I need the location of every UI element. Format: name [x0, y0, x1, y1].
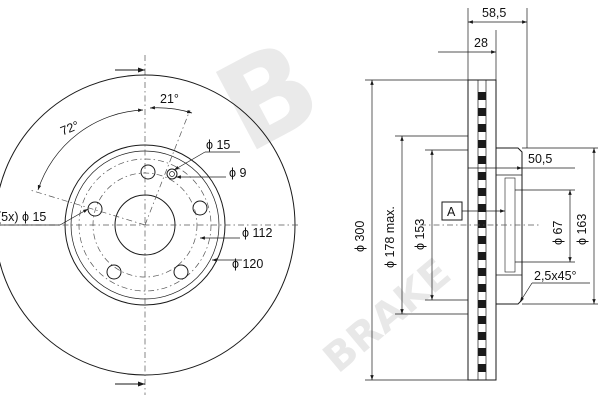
center-bore-label: ϕ 67: [551, 221, 565, 245]
hat-diameter-label: ϕ 163: [575, 214, 589, 245]
bolt-hole: [173, 264, 189, 280]
bolt-holes-label: (5x) ϕ 15: [0, 210, 46, 224]
angle-spacing-label: 72°: [58, 118, 81, 138]
hat-depth-label: 50,5: [528, 152, 552, 166]
disc-thickness-label: 28: [474, 36, 488, 50]
chamfer-label: 2,5x45°: [534, 269, 577, 283]
total-height-label: 58,5: [482, 6, 506, 20]
locating-hole-inner: [169, 171, 175, 177]
disc-section-outline: [467, 79, 497, 381]
inner-friction-label: ϕ 153: [413, 219, 427, 250]
locating-hole: [166, 168, 178, 180]
watermark: B BRAKE: [196, 14, 460, 382]
bolt-holes-leader: [59, 208, 89, 226]
outer-diameter-label: ϕ 300: [353, 221, 367, 252]
angle-72-arc: [37, 108, 144, 191]
bolt-hole: [192, 200, 208, 216]
angle-21-arc: [149, 105, 193, 114]
watermark-text: BRAKE: [315, 250, 460, 382]
angle-offset-label: 21°: [160, 92, 179, 106]
vent-slots: [478, 92, 486, 372]
angle-ref-line-left: [29, 189, 146, 226]
bolt-hole: [140, 164, 156, 180]
bolt-holes: [87, 164, 208, 280]
pad-diameter-label: ϕ 178 max.: [383, 206, 397, 268]
datum-label: A: [447, 205, 456, 219]
small-bore-leader: [173, 151, 206, 171]
angle-ref-line: [144, 109, 191, 226]
bolt-hole: [87, 201, 103, 217]
chamfer-leader: [519, 282, 533, 303]
watermark-logo: B: [196, 14, 342, 180]
side-view: 58,5 28 50,5 ϕ 300 ϕ 178 max. ϕ 153 A ϕ …: [353, 6, 598, 381]
hat-section: [496, 147, 523, 305]
bolt-hole: [106, 264, 122, 280]
hub-diameter-label: ϕ 120: [232, 257, 263, 271]
front-view: 21° 72° ϕ 15 ϕ 9 (5x) ϕ 15 ϕ 112 ϕ 120: [0, 55, 300, 395]
small-bore-label: ϕ 15: [206, 138, 230, 152]
pcd-label: ϕ 112: [242, 226, 272, 240]
small-hole-label: ϕ 9: [229, 166, 246, 180]
